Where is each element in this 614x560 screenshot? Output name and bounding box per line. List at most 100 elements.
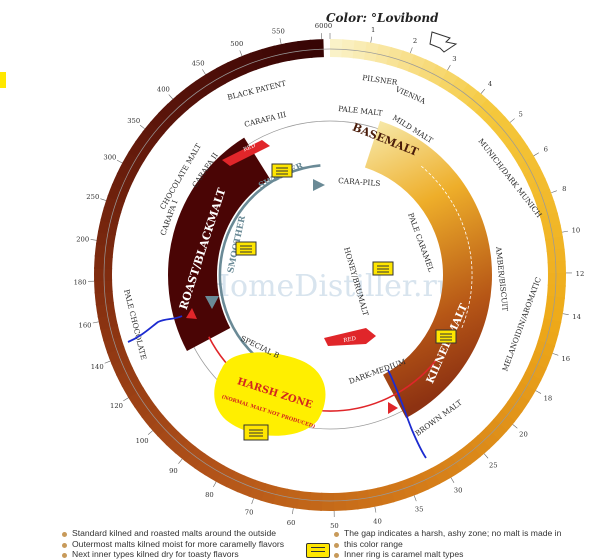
outer-ring-segment — [330, 39, 344, 58]
scale-tick-label: 500 — [230, 40, 243, 48]
scale-tick-mark — [251, 498, 254, 505]
scale-tick-label: 50 — [330, 522, 339, 530]
malt-pilsner: PILSNER — [362, 73, 399, 87]
outer-ring-segment — [195, 73, 217, 97]
scale-tick-mark — [279, 38, 282, 45]
note-icon[interactable] — [306, 543, 330, 558]
note-icon[interactable] — [235, 241, 257, 256]
outer-ring-segment — [142, 121, 165, 143]
outer-ring-segment — [547, 260, 566, 275]
watermark-text: HomeDistiller.ru — [204, 269, 456, 304]
scale-tick-mark — [512, 424, 518, 429]
outer-ring-segment — [485, 418, 508, 441]
scale-tick-mark — [104, 360, 111, 364]
scale-tick-label: 140 — [91, 363, 104, 371]
scale-tick-mark — [410, 47, 413, 54]
outer-ring-segment — [366, 487, 383, 508]
outer-ring-segment — [491, 116, 514, 139]
malt-pale-chocolate: PALE CHOCOLATE — [122, 288, 148, 360]
outer-ring-segment — [273, 42, 291, 64]
scale-tick-label: 12 — [576, 270, 585, 278]
red-pill-upper — [222, 140, 270, 166]
arrow-right-icon — [429, 31, 458, 53]
scale-tick-mark — [116, 159, 123, 164]
scale-tick-label: 600 — [315, 22, 328, 30]
scale-tick-mark — [509, 118, 515, 123]
scale-tick-mark — [92, 321, 99, 324]
outer-ring-segment — [135, 130, 158, 153]
outer-ring-segment — [483, 107, 506, 130]
scale-tick-label: 70 — [245, 509, 254, 517]
scale-tick-label: 10 — [572, 227, 581, 235]
outer-ring-segment — [128, 140, 151, 162]
note-icon[interactable] — [435, 329, 457, 344]
red-arrowhead-right — [388, 402, 398, 414]
outer-ring-segment — [505, 135, 529, 157]
scale-tick-label: 14 — [572, 313, 581, 321]
outer-ring-segment — [354, 489, 371, 510]
scale-tick-label: 16 — [561, 355, 570, 363]
scale-tick-label: 40 — [373, 518, 382, 526]
blue-annotation-right — [387, 369, 427, 459]
outer-ring-segment — [166, 95, 189, 118]
outer-ring-segment — [418, 59, 439, 82]
note-icon[interactable] — [372, 261, 394, 276]
outer-ring-segment — [430, 462, 451, 485]
note-icon[interactable] — [271, 163, 293, 178]
outer-ring-segment — [93, 267, 113, 282]
outer-ring-segment — [440, 456, 462, 479]
outer-ring-segment — [518, 155, 541, 177]
outer-ring-segment — [459, 442, 482, 465]
outer-ring-segment — [450, 449, 472, 472]
outer-ring-segment — [500, 400, 523, 423]
outer-ring-segment — [225, 470, 246, 493]
outer-ring-segment — [320, 492, 335, 511]
scale-tick-label: 35 — [415, 506, 424, 514]
outer-ring-segment — [407, 54, 427, 77]
scale-tick-mark — [447, 64, 451, 71]
outer-ring-segment — [116, 367, 139, 388]
scale-tick-label: 8 — [562, 185, 566, 193]
outer-ring-segment — [545, 236, 565, 252]
scale-tick-label: 100 — [136, 437, 149, 445]
harsh-zone-highlight — [214, 352, 326, 436]
legend-left-column: Standard kilned and roasted malts around… — [60, 528, 284, 560]
outer-ring-segment — [216, 61, 237, 85]
note-icon[interactable] — [243, 424, 269, 441]
outer-ring-segment — [134, 396, 157, 419]
outer-ring-segment — [94, 242, 115, 259]
scale-tick-label: 550 — [272, 27, 285, 35]
slate-arrowhead-top — [313, 179, 325, 191]
scale-tick-mark — [292, 508, 294, 515]
outer-ring-segment — [157, 423, 180, 446]
scale-tick-label: 60 — [287, 519, 296, 527]
outer-ring-segment — [236, 475, 256, 497]
scale-tick-mark — [480, 88, 486, 94]
outer-ring-segment — [307, 492, 323, 511]
scale-tick-mark — [213, 481, 217, 488]
scale-tick-mark — [239, 50, 243, 57]
legend-item: Outermost malts kilned moist for more ca… — [60, 539, 284, 550]
scale-tick-mark — [450, 477, 455, 483]
scale-tick-label: 5 — [519, 110, 523, 118]
malt-amber: AMBER/BISCUIT — [494, 245, 510, 312]
scale-tick-mark — [370, 36, 373, 43]
scale-tick-mark — [413, 495, 417, 502]
outer-ring-segment — [466, 91, 489, 114]
scale-tick-mark — [551, 190, 557, 194]
scale-tick-label: 350 — [127, 117, 140, 125]
scale-tick-mark — [562, 313, 569, 316]
legend-item: Next inner types kilned dry for toasty f… — [60, 549, 284, 560]
scale-tick-label: 4 — [488, 80, 492, 88]
outer-ring-segment — [285, 41, 302, 61]
outer-ring-segment — [524, 361, 547, 382]
outer-ring-segment — [97, 313, 118, 330]
scale-tick-mark — [100, 198, 107, 201]
scale-tick-label: 250 — [86, 193, 99, 201]
outer-ring-segment — [547, 272, 566, 287]
outer-ring-segment — [295, 490, 312, 511]
scale-tick-mark — [147, 430, 153, 435]
outer-guide-circle — [103, 48, 557, 502]
